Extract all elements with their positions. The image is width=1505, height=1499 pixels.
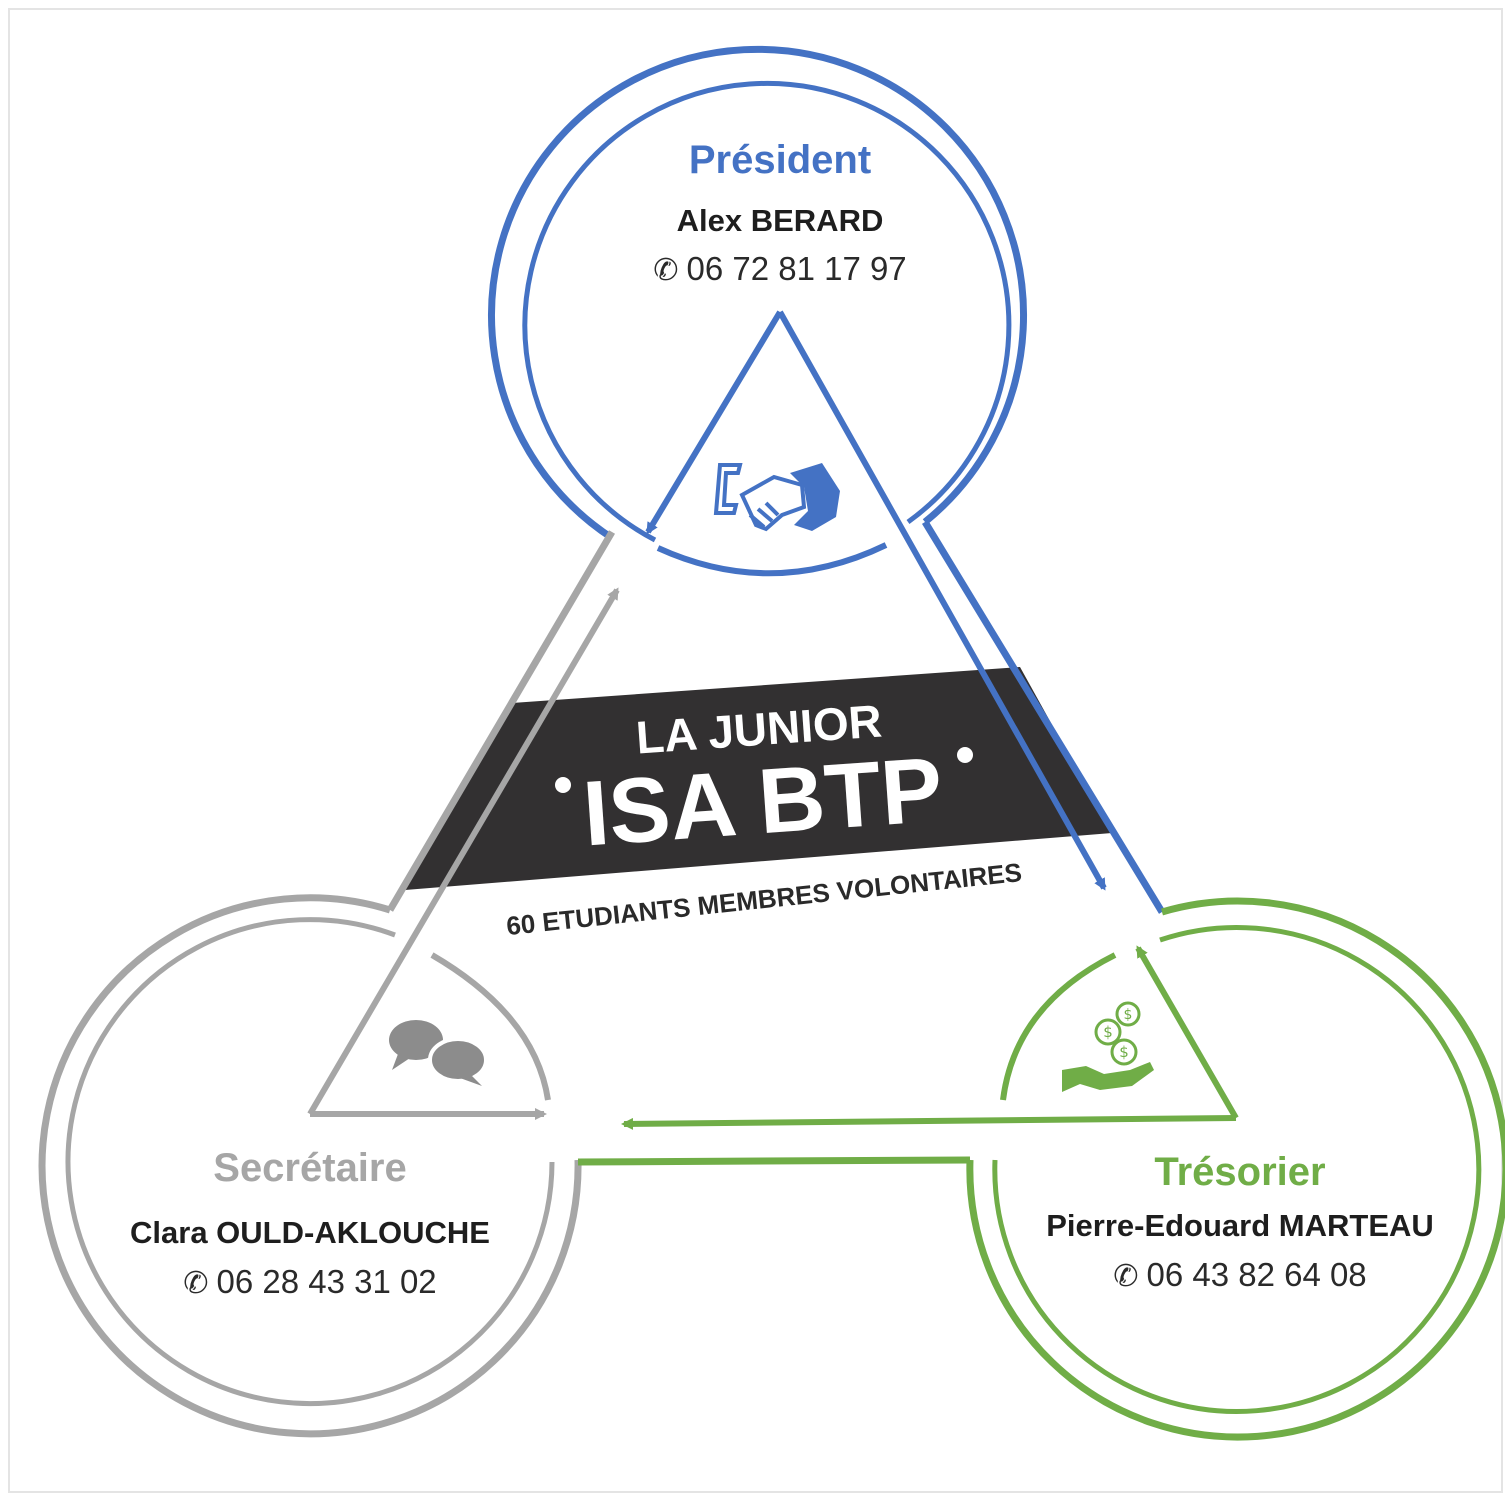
phone-icon: ✆: [183, 1267, 209, 1300]
treasurer-name: Pierre-Edouard MARTEAU: [1046, 1208, 1434, 1243]
chat-bubbles-icon: [389, 1020, 488, 1086]
svg-text:$: $: [1103, 1023, 1113, 1041]
secretary-arc-right: [430, 952, 551, 1101]
secretary-phone-line: ✆06 28 43 31 02: [183, 1263, 436, 1301]
president-name: Alex BERARD: [676, 203, 884, 238]
treasurer-arrow-left: [621, 1115, 1237, 1130]
secretary-phone: 06 28 43 31 02: [216, 1263, 437, 1300]
secretary-name: Clara OULD-AKLOUCHE: [130, 1215, 490, 1250]
money-hand-icon: $ $ $: [1062, 1001, 1154, 1092]
secretary-connector: [386, 530, 616, 912]
president-arrow-left: [645, 310, 783, 535]
secretary-node: [38, 530, 616, 1438]
president-arc-bottom: [656, 542, 888, 577]
president-phone-line: ✆06 72 81 17 97: [653, 250, 906, 288]
phone-icon: ✆: [653, 254, 679, 287]
treasurer-role: Trésorier: [1154, 1150, 1326, 1194]
treasurer-node: [577, 897, 1505, 1441]
secretary-role: Secrétaire: [213, 1146, 407, 1190]
treasurer-phone: 06 43 82 64 08: [1146, 1256, 1367, 1293]
banner-line2: ISA BTP: [580, 739, 946, 866]
president-phone: 06 72 81 17 97: [686, 250, 907, 287]
treasurer-phone-line: ✆06 43 82 64 08: [1113, 1256, 1366, 1294]
banner-dot-right: [957, 747, 973, 763]
president-role: Président: [688, 138, 872, 182]
banner-dot-left: [555, 777, 571, 793]
treasurer-connector: [577, 1156, 971, 1166]
secretary-arrow-up: [307, 587, 620, 1116]
handshake-icon: [713, 463, 840, 532]
treasurer-outer-ring: [966, 897, 1505, 1441]
president-inner-ring: [522, 80, 1012, 543]
svg-text:$: $: [1119, 1043, 1129, 1061]
image-frame: [8, 8, 1503, 1493]
president-node: [488, 45, 1165, 914]
treasurer-arc-left: [1000, 952, 1117, 1101]
phone-icon: ✆: [1113, 1260, 1139, 1293]
president-outer-ring: [488, 45, 1027, 541]
svg-text:$: $: [1124, 1007, 1133, 1023]
president-arrow-right: [777, 310, 1107, 891]
treasurer-inner-ring: [992, 924, 1482, 1414]
secretary-outer-ring: [38, 894, 582, 1438]
banner-band: [405, 667, 1112, 890]
president-connector: [922, 520, 1165, 914]
secretary-inner-ring: [65, 917, 555, 1407]
treasurer-arrow-up: [1135, 945, 1239, 1120]
